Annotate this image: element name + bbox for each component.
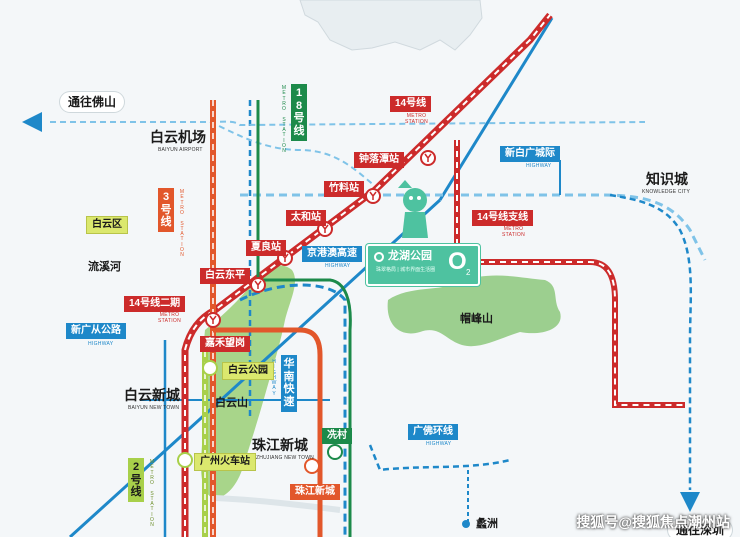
- station-marker-xiancun: [327, 444, 343, 460]
- maofeng-green: [387, 275, 561, 347]
- top-hills: [299, 0, 483, 51]
- station-marker-zhujiang: [304, 458, 320, 474]
- station-xiancun: 冼村: [322, 428, 352, 444]
- place-zhujiang-new-town-sub: ZHUJIANG NEW TOWN: [256, 455, 314, 461]
- highway-airport-loop: [209, 121, 381, 191]
- metro-line18: [256, 100, 352, 537]
- direction-foshan: 通往佛山: [60, 92, 125, 112]
- project-name: 龙湖公园: [388, 250, 432, 262]
- place-maofeng-mountain: 帽峰山: [460, 313, 493, 325]
- highway-guangfo-tag: HIGHWAY: [426, 441, 452, 447]
- station-marker-baiyunpark: [202, 360, 218, 376]
- river: [214, 495, 341, 513]
- highway-guangfo-label: 广佛环线: [408, 424, 458, 440]
- line18-label: 1 8 号 线: [291, 84, 307, 141]
- station-jiahewanggang: 嘉禾望岗: [200, 336, 250, 352]
- highway-jinggangao-label: 京港澳高速: [302, 246, 362, 262]
- metro-line3-loop: [213, 327, 323, 537]
- place-zhujiang-new-town: 珠江新城: [252, 437, 308, 453]
- station-marker-railway: [177, 452, 193, 468]
- highway-xinbaiguang-tag: HIGHWAY: [526, 163, 552, 169]
- station-guangzhou-railway: 广州火车站: [194, 453, 256, 471]
- project-subtitle: 珠翠格局 | 城市界面生活圈: [376, 267, 436, 273]
- station-baiyundongping: 白云东平: [200, 268, 250, 284]
- o2-badge-icon: O 2: [448, 249, 472, 279]
- lishui-dot-icon: [462, 520, 470, 528]
- place-liuxi-river: 流溪河: [88, 261, 121, 273]
- line14-phase2-label: 14号线二期: [124, 296, 186, 312]
- watermark: 搜狐号@搜狐焦点潮州站: [576, 514, 730, 530]
- highway-xinbaiguang-label: 新白广城际: [500, 146, 560, 162]
- line14-branch-label: 14号线支线: [472, 210, 534, 226]
- o2-badge-sub: 2: [466, 268, 471, 277]
- highway-xinguangcong-tag: HIGHWAY: [88, 341, 114, 347]
- project-marker: 龙湖公园 珠翠格局 | 城市界面生活圈 O 2: [366, 244, 480, 286]
- station-baiyun-park: 白云公园: [222, 362, 274, 380]
- baiyunshan-green: [201, 265, 295, 499]
- direction-shenzhen: 通往深圳: [668, 520, 733, 537]
- station-zhuliao: 竹料站: [324, 181, 364, 197]
- project-logo-icon: [374, 252, 384, 262]
- station-taihe: 太和站: [286, 210, 326, 226]
- place-knowledge-city: 知识城: [646, 171, 688, 187]
- mascot-icon: [398, 180, 428, 238]
- line3-label: 3 号 线: [158, 188, 174, 232]
- highway-xinguangcong-label: 新广从公路: [66, 323, 126, 339]
- arrow-shenzhen: [680, 492, 700, 512]
- line2-label: 2 号 线: [128, 458, 144, 502]
- station-xialiang: 夏良站: [246, 240, 286, 256]
- o2-badge-letter: O: [448, 248, 467, 275]
- station-zhongluotan: 钟落潭站: [354, 152, 404, 168]
- station-markers-green: [177, 360, 218, 468]
- place-baiyun-new-town: 白云新城: [124, 387, 180, 403]
- place-baiyun-airport: 白云机场: [150, 129, 206, 145]
- highway-xinbaiguang: [240, 193, 707, 261]
- highway-huanan-label: 华 南 快 速: [281, 355, 297, 412]
- place-baiyun-new-town-sub: BAIYUN NEW TOWN: [128, 405, 180, 411]
- line14-label: 14号线: [390, 96, 432, 112]
- highway-guangfo: [368, 444, 511, 472]
- place-baiyun-mountain: 白云山: [215, 397, 248, 409]
- highway-east: [609, 193, 693, 490]
- arrow-foshan: [22, 112, 42, 132]
- place-knowledge-city-sub: KNOWLEDGE CITY: [642, 189, 691, 195]
- place-lishui: 蠡洲: [476, 518, 498, 530]
- place-baiyun-district: 白云区: [86, 216, 128, 234]
- highway-south-ring: [239, 283, 347, 537]
- place-baiyun-airport-sub: BAIYUN AIRPORT: [158, 147, 203, 153]
- metro-line14-branch-dash: [456, 140, 685, 406]
- highway-jinggangao-tag: HIGHWAY: [325, 263, 351, 269]
- station-zhujiang-xincheng: 珠江新城: [290, 484, 340, 500]
- highway-foshan-link: [50, 120, 646, 127]
- metro-line14-dash: [184, 14, 551, 537]
